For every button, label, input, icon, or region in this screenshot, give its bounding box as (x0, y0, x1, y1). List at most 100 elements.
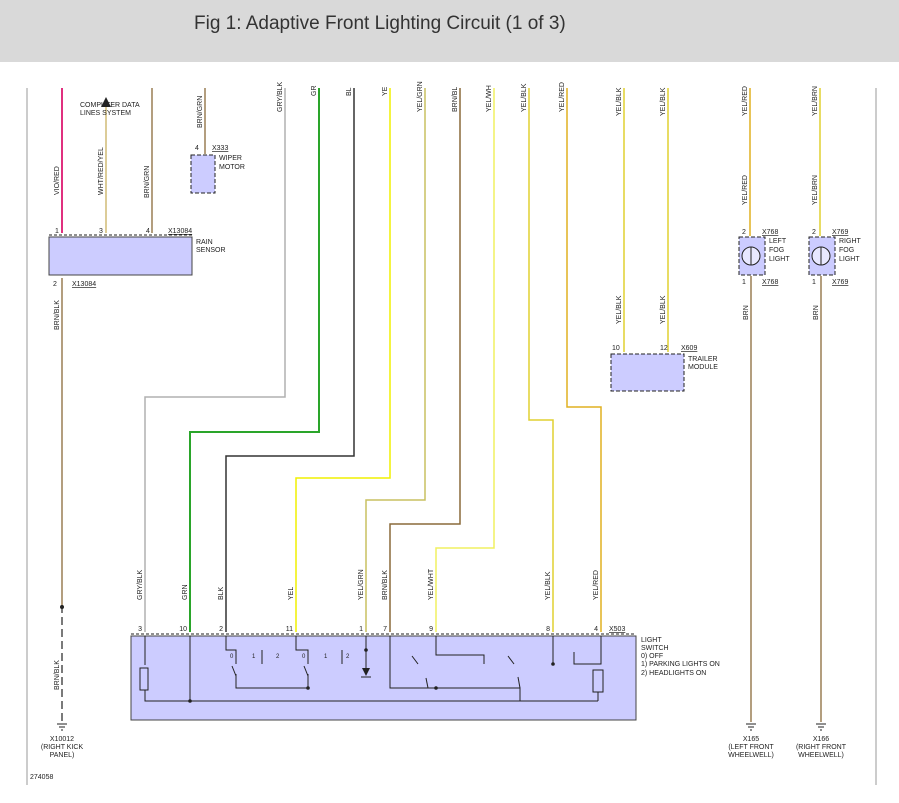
wiper-label-line1: WIPER (219, 155, 242, 162)
rain-pin1: 1 (55, 228, 59, 235)
switch-dots (188, 648, 555, 703)
wire-grn (189, 88, 320, 632)
label-right-fog-in: YEL/BRN (812, 175, 819, 205)
wire-yel-wht (435, 88, 495, 632)
switch-pin-number: 4 (594, 626, 598, 633)
switch-line2: SWITCH (641, 645, 669, 652)
label-top-yel-blk: YEL/BLK (521, 83, 528, 112)
trailer-pin10: 10 (612, 345, 620, 352)
rain-pin4: 4 (146, 228, 150, 235)
ground-fog-left-line1: (LEFT FRONT (728, 744, 774, 751)
label-trailer-wire2: YEL/BLK (660, 295, 667, 324)
computer-data-line1: COMPUTER DATA (80, 102, 140, 109)
ground-icon-fog-left (746, 723, 756, 731)
trailer-pin12: 12 (660, 345, 668, 352)
label-top-yel-wh: YEL/WH (486, 85, 493, 112)
figure-title: Fig 1: Adaptive Front Lighting Circuit (… (194, 13, 566, 34)
wire-yel-red (566, 88, 602, 632)
switch-connector: X503 (609, 626, 625, 633)
rain-pin2: 2 (53, 281, 57, 288)
trailer-label-line2: MODULE (688, 364, 718, 371)
switch-line5: 2) HEADLIGHTS ON (641, 670, 706, 677)
label-brn-blk-rain: BRN/BLK (54, 300, 61, 330)
rain-pin3: 3 (99, 228, 103, 235)
switch-pos0-b: 0 (302, 654, 306, 660)
ground-icon-fog-right (816, 723, 826, 731)
switch-pos2-b: 2 (346, 654, 350, 660)
wiper-connector: X333 (212, 145, 228, 152)
ground-left-line1: (RIGHT KICK (41, 744, 84, 751)
trailer-module-box (610, 353, 685, 392)
left-fog-connector-bottom: X768 (762, 279, 778, 286)
wire-yel-grn (365, 88, 426, 632)
label-vio-red: VIO/RED (54, 166, 61, 195)
ground-fog-right-line2: WHEELWELL) (798, 752, 844, 759)
label-top-brn-bl: BRN/BL (452, 87, 459, 112)
left-fog-line3: LIGHT (769, 256, 790, 263)
ground-fog-left-line2: WHEELWELL) (728, 752, 774, 759)
wire-yel-blk (528, 88, 554, 632)
switch-pos1-a: 1 (252, 654, 256, 660)
right-fog-line3: LIGHT (839, 256, 860, 263)
right-fog-connector-top: X769 (832, 229, 848, 236)
label-top-yel-brn-fog: YEL/BRN (812, 86, 819, 116)
right-fog-line1: RIGHT (839, 238, 862, 245)
switch-pos2-a: 2 (276, 654, 280, 660)
ground-fog-right-line1: (RIGHT FRONT (796, 744, 847, 751)
wiper-label-line2: MOTOR (219, 164, 245, 171)
label-top-gry-blk: GRY/BLK (277, 81, 284, 112)
diode-icon (362, 668, 370, 676)
label-brn-grn-sensor: BRN/GRN (144, 166, 151, 198)
label-top-yel-grn: YEL/GRN (417, 81, 424, 112)
right-fog-pin-top: 2 (812, 229, 816, 236)
label-right-fog-out: BRN (813, 305, 820, 320)
switch-wire-label: YEL/GRN (358, 569, 365, 600)
right-fog-line2: FOG (839, 247, 854, 254)
left-fog-line2: FOG (769, 247, 784, 254)
ground-fog-right-id: X166 (813, 736, 829, 743)
switch-pin-number: 1 (359, 626, 363, 633)
wire-gry-blk (144, 88, 286, 632)
switch-wire-label: YEL/BLK (545, 571, 552, 600)
label-top-bl: BL (346, 87, 353, 96)
rain-label-line2: SENSOR (196, 247, 226, 254)
switch-line1: LIGHT (641, 637, 662, 644)
switch-wire-label: YEL/RED (593, 570, 600, 600)
label-left-fog-in: YEL/RED (742, 175, 749, 205)
label-top-yel-blk-t2: YEL/BLK (660, 87, 667, 116)
arrow-up-icon (101, 97, 111, 107)
switch-pin-number: 7 (383, 626, 387, 633)
switch-wire-label: GRY/BLK (137, 569, 144, 600)
left-fog-pin-top: 2 (742, 229, 746, 236)
switch-pin-number: 3 (138, 626, 142, 633)
computer-data-line2: LINES SYSTEM (80, 110, 131, 117)
trailer-connector: X609 (681, 345, 697, 352)
label-trailer-wire1: YEL/BLK (616, 295, 623, 324)
light-switch-box (130, 635, 637, 721)
label-brn-grn-wiper: BRN/GRN (197, 96, 204, 128)
ground-fog-left-id: X165 (743, 736, 759, 743)
wire-brn-blk (389, 88, 461, 632)
label-top-ye: YE (382, 86, 389, 96)
reference-number: 274058 (30, 774, 53, 781)
label-brn-blk-ground: BRN/BLK (54, 660, 61, 690)
switch-pin-number: 11 (286, 626, 293, 633)
figure-header: Fig 1: Adaptive Front Lighting Circuit (… (0, 0, 899, 62)
wire-yel (295, 88, 391, 632)
rain-label-line1: RAIN (196, 239, 213, 246)
rain-sensor-box (48, 236, 193, 276)
switch-internals (139, 636, 604, 702)
label-top-yel-red: YEL/RED (559, 82, 566, 112)
left-fog-line1: LEFT (769, 238, 787, 245)
switch-wire-label: GRN (182, 584, 189, 600)
label-wht-red-yel: WHT/RED/YEL (98, 147, 105, 195)
switch-wire-label: YEL (288, 587, 295, 600)
switch-pin-number: 8 (546, 626, 550, 633)
switch-pin-number: 2 (219, 626, 223, 633)
right-fog-connector-bottom: X769 (832, 279, 848, 286)
right-fog-pin-bottom: 1 (812, 279, 816, 286)
rain-connector: X13084 (168, 228, 192, 235)
splice-dot (60, 605, 64, 609)
wiring-diagram: VIO/RED WHT/RED/YEL BRN/GRN BRN/GRN COMP… (26, 81, 877, 785)
wiper-pin: 4 (195, 145, 199, 152)
